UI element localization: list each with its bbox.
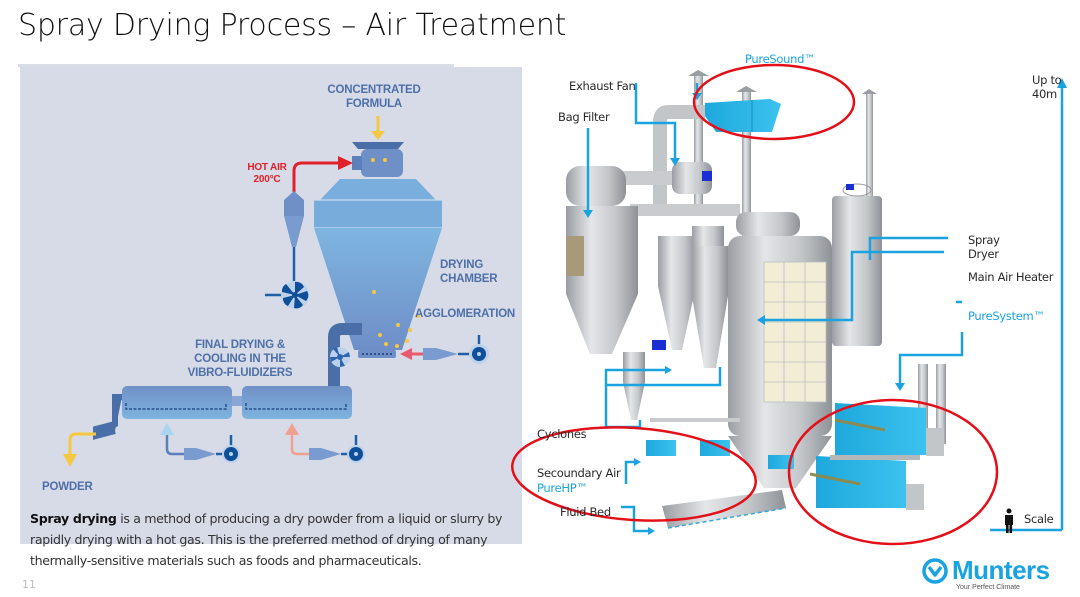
main-air-heater — [832, 183, 882, 346]
label-line: 200°C — [253, 174, 281, 185]
brand-tagline: Your Perfect Climate — [956, 584, 1020, 591]
callout-main-air-heater: Main Air Heater — [968, 270, 1054, 284]
description-text: Spray drying is a method of producing a … — [30, 508, 520, 571]
formula-arrow — [371, 116, 385, 140]
vibro-fluidizers — [93, 386, 352, 440]
label-line: FINAL DRYING & — [195, 339, 285, 351]
exhaust-stacks — [688, 70, 877, 252]
description-line-3: thermally-sensitive materials such as fo… — [30, 553, 422, 568]
callout-line: Dryer — [968, 247, 999, 261]
description-line-2: rapidly drying with a hot gas. This is t… — [30, 532, 488, 547]
label-hot-air: HOT AIR 200°C — [242, 162, 292, 186]
callout-fluid-bed: Fluid Bed — [560, 505, 611, 519]
air-heater-cyclone — [284, 191, 304, 281]
cyclones — [623, 226, 728, 420]
description-term: Spray drying — [30, 511, 117, 526]
process-schematic — [63, 116, 489, 467]
plant-illustration — [511, 63, 1067, 546]
powder-outlet-arrow — [63, 432, 96, 467]
munters-logo-icon — [922, 557, 948, 584]
callout-line: 40m — [1032, 87, 1057, 101]
spray-dryer — [728, 212, 832, 488]
agglomeration-air-inlet — [400, 335, 489, 364]
label-line: CHAMBER — [440, 273, 498, 285]
transfer-duct — [328, 323, 362, 401]
page-number: 11 — [22, 578, 36, 591]
callout-line: Spray — [968, 233, 1000, 247]
label-line: VIBRO-FLUIDIZERS — [187, 367, 293, 379]
label-drying-chamber: DRYING CHAMBER — [440, 258, 510, 286]
puresound-unit — [705, 99, 781, 132]
highlight-ellipses — [511, 63, 999, 546]
label-line: CONCENTRATED — [327, 84, 421, 96]
callout-purehp: PureHP™ — [537, 481, 588, 495]
description-line-1: Spray drying is a method of producing a … — [30, 508, 520, 529]
highlight-puresystem — [787, 398, 999, 546]
purehp-units — [646, 418, 794, 469]
callout-cyclones: Cyclones — [537, 427, 587, 441]
cooling-air-inlet-2 — [285, 423, 365, 463]
callout-secondary-air: Secoundary Air — [537, 466, 621, 480]
atomizer — [352, 142, 404, 177]
callout-height: Up to 40m — [1032, 73, 1062, 101]
label-line: COOLING IN THE — [194, 353, 286, 365]
main-fan-icon — [265, 281, 309, 309]
callout-bag-filter: Bag Filter — [558, 110, 610, 124]
puresystem-units — [809, 364, 946, 510]
munters-wordmark: Munters — [952, 555, 1050, 585]
callout-line: Up to — [1032, 73, 1062, 87]
description-text-1: is a method of producing a dry powder fr… — [116, 511, 503, 526]
label-concentrated-formula: CONCENTRATED FORMULA — [324, 83, 424, 111]
munters-logo: Munters — [922, 555, 1050, 586]
cooling-air-inlet-1 — [160, 423, 240, 463]
callout-spray-dryer: Spray Dryer — [968, 233, 1000, 261]
label-line: HOT AIR — [247, 162, 287, 173]
drying-chamber — [314, 179, 442, 358]
label-final-drying: FINAL DRYING & COOLING IN THE VIBRO-FLUI… — [180, 338, 300, 380]
title-underline — [18, 64, 454, 67]
bag-filter — [566, 166, 638, 354]
label-line: FORMULA — [345, 98, 403, 110]
label-powder: POWDER — [42, 481, 93, 493]
callout-scale: Scale — [1024, 512, 1054, 526]
callout-puresystem: PureSystem™ — [968, 309, 1045, 323]
callout-puresound: PureSound™ — [745, 52, 816, 66]
callout-exhaust-fan: Exhaust Fan — [569, 79, 636, 93]
highlight-purehp — [511, 426, 757, 522]
label-agglomeration: AGGLOMERATION — [415, 308, 516, 320]
scale-person-icon — [1005, 508, 1013, 533]
process-schematic-panel: CONCENTRATED FORMULA HOT AIR 200°C DRYIN… — [20, 67, 522, 544]
fluid-bed — [662, 490, 787, 529]
slide-title: Spray Drying Process – Air Treatment — [18, 8, 567, 43]
hot-air-arrow — [292, 156, 353, 192]
highlight-puresound — [692, 63, 856, 141]
label-line: DRYING — [440, 259, 484, 271]
callout-leaders — [586, 83, 1064, 533]
